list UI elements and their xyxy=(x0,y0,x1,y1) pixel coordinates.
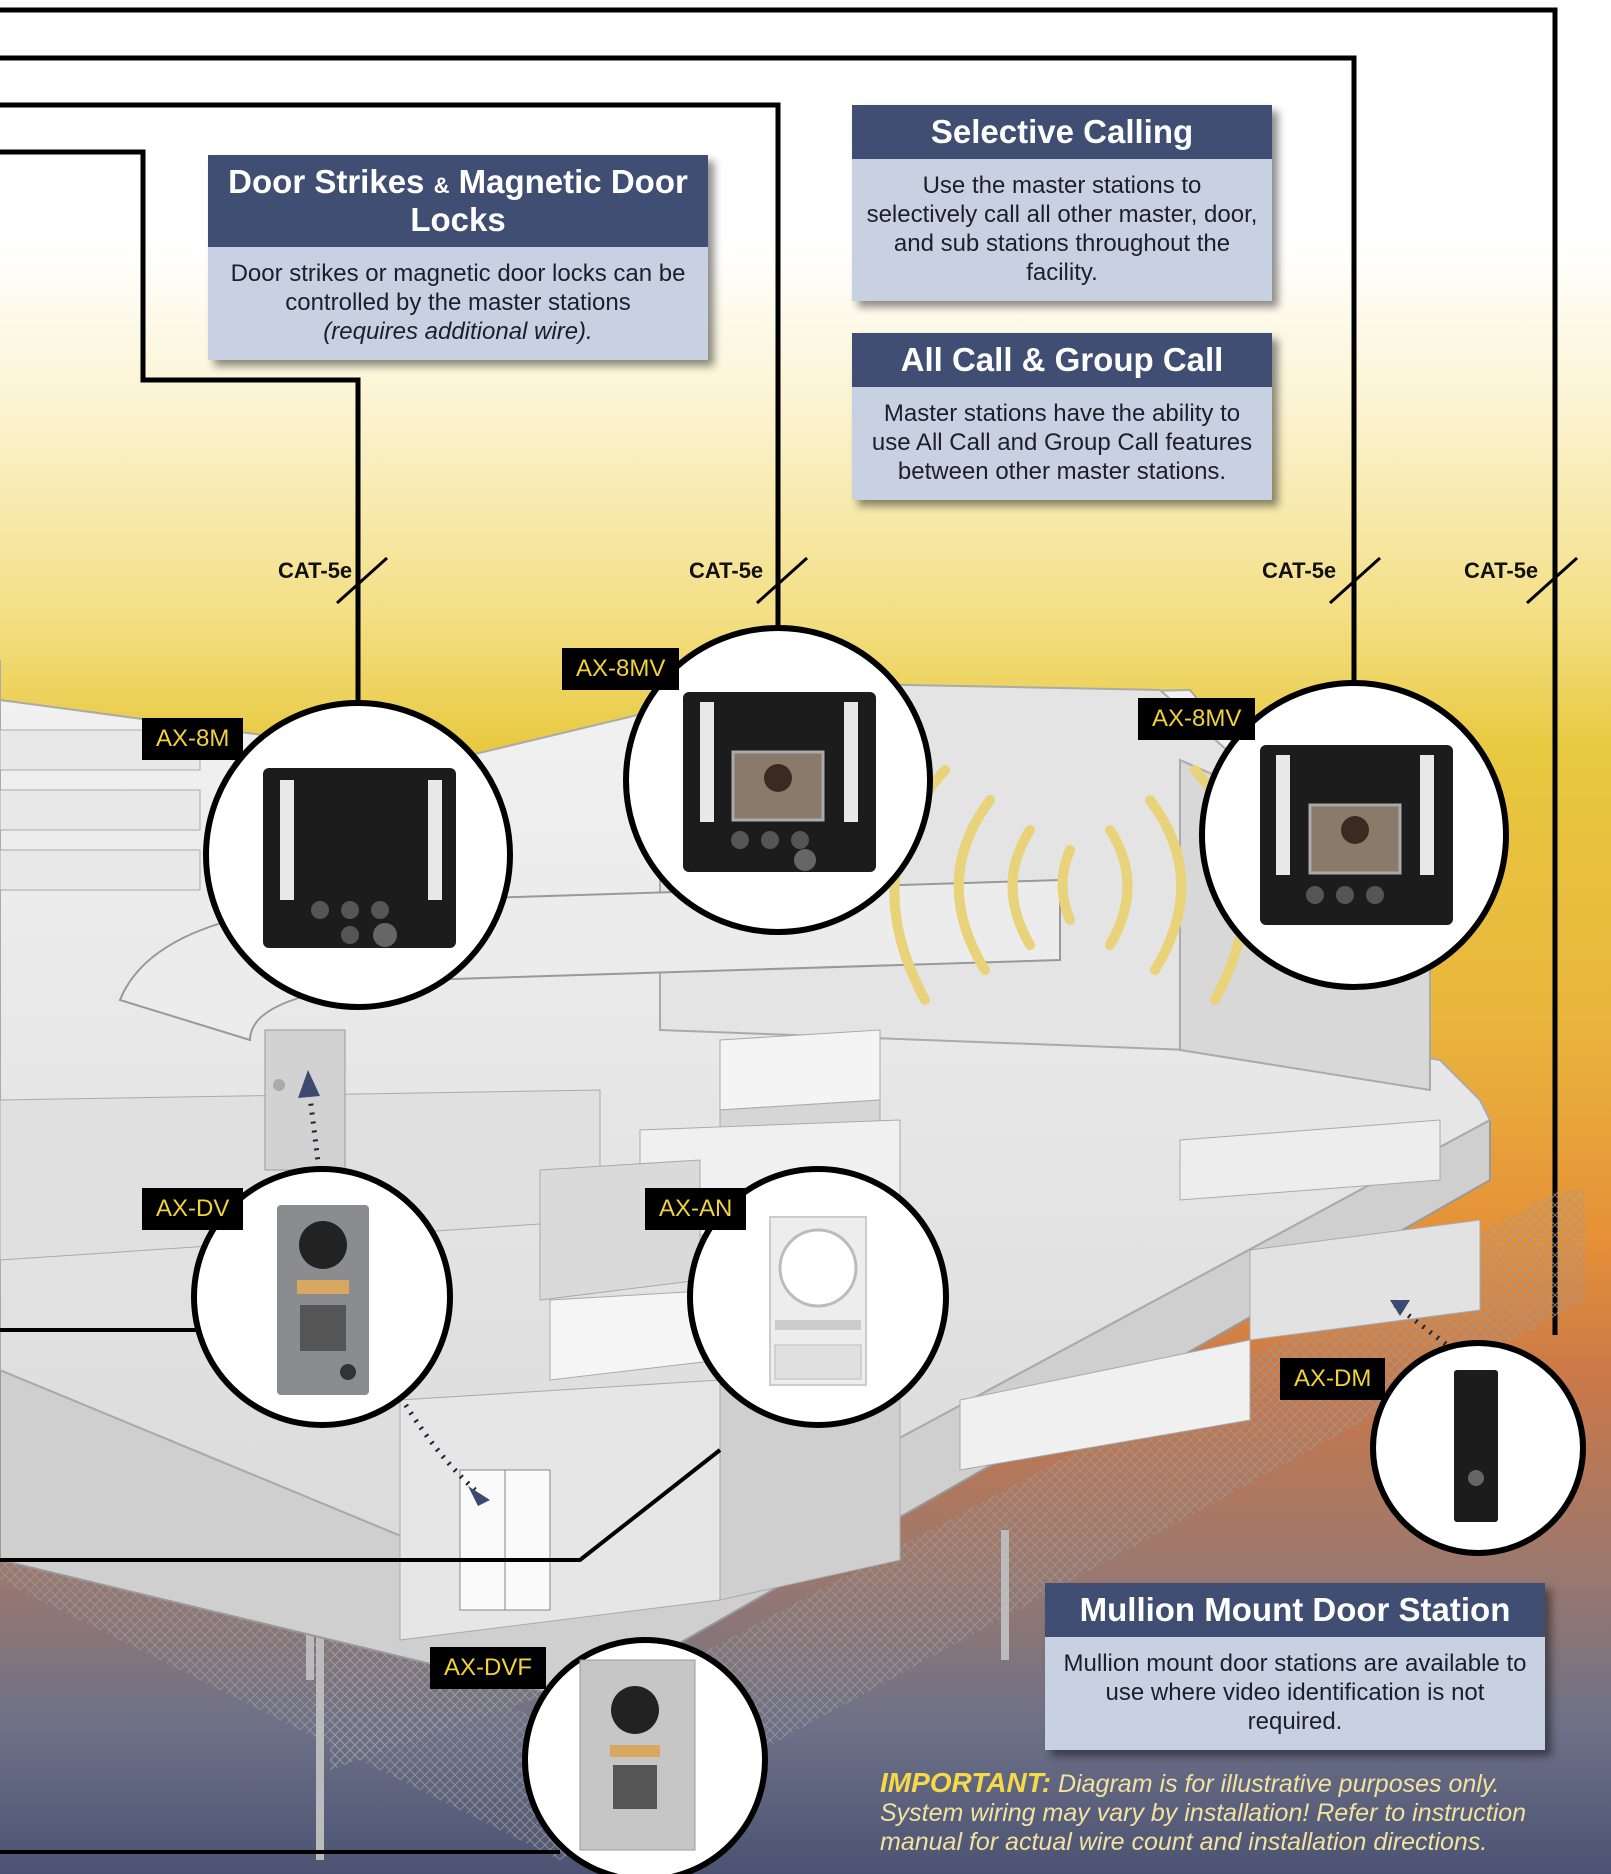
wire-routes xyxy=(0,1328,722,1854)
disclaimer: IMPORTANT: Diagram is for illustrative p… xyxy=(880,1768,1570,1857)
device-circle-ax8mv-1 xyxy=(623,625,933,935)
device-circle-axdv xyxy=(191,1166,453,1428)
cat5e-label: CAT-5e xyxy=(1464,558,1539,583)
mullion-callout: Mullion Mount Door Station Mullion mount… xyxy=(1045,1583,1545,1750)
device-label-ax8m: AX-8M xyxy=(142,718,244,760)
selective-calling-body: Use the master stations to selectively c… xyxy=(852,159,1272,301)
device-label-ax8mv-1: AX-8MV xyxy=(562,648,680,690)
door-strikes-callout: Door Strikes & Magnetic Door Locks Door … xyxy=(208,155,708,360)
door-strikes-title: Door Strikes & Magnetic Door Locks xyxy=(208,155,708,247)
all-call-title: All Call & Group Call xyxy=(852,333,1272,387)
all-call-body: Master stations have the ability to use … xyxy=(852,387,1272,500)
device-circle-ax8m xyxy=(203,700,513,1010)
device-label-axdm: AX-DM xyxy=(1280,1358,1386,1400)
door-strikes-body: Door strikes or magnetic door locks can … xyxy=(208,247,708,360)
disclaimer-text: Diagram is for illustrative purposes onl… xyxy=(880,1770,1527,1856)
device-label-ax8mv-2: AX-8MV xyxy=(1138,698,1256,740)
device-label-axdv: AX-DV xyxy=(142,1188,244,1230)
selective-calling-callout: Selective Calling Use the master station… xyxy=(852,105,1272,301)
device-circle-axan xyxy=(687,1166,949,1428)
all-call-callout: All Call & Group Call Master stations ha… xyxy=(852,333,1272,500)
arrow-heads xyxy=(298,1070,1410,1506)
door-strikes-note: (requires additional wire). xyxy=(323,318,593,345)
disclaimer-important: IMPORTANT: xyxy=(880,1767,1052,1798)
device-label-axdvf: AX-DVF xyxy=(430,1647,547,1689)
mullion-body: Mullion mount door stations are availabl… xyxy=(1045,1637,1545,1750)
cat5e-slashes xyxy=(335,556,1579,605)
device-circle-axdm xyxy=(1370,1340,1586,1556)
selective-calling-title: Selective Calling xyxy=(852,105,1272,159)
cat5e-label: CAT-5e xyxy=(689,558,764,583)
mullion-title: Mullion Mount Door Station xyxy=(1045,1583,1545,1637)
device-label-axan: AX-AN xyxy=(645,1188,747,1230)
device-circle-axdvf xyxy=(522,1637,768,1874)
cat5e-label: CAT-5e xyxy=(278,558,353,583)
wire-lines xyxy=(0,7,1558,1335)
cat5e-label: CAT-5e xyxy=(1262,558,1337,583)
device-circle-ax8mv-2 xyxy=(1199,680,1509,990)
